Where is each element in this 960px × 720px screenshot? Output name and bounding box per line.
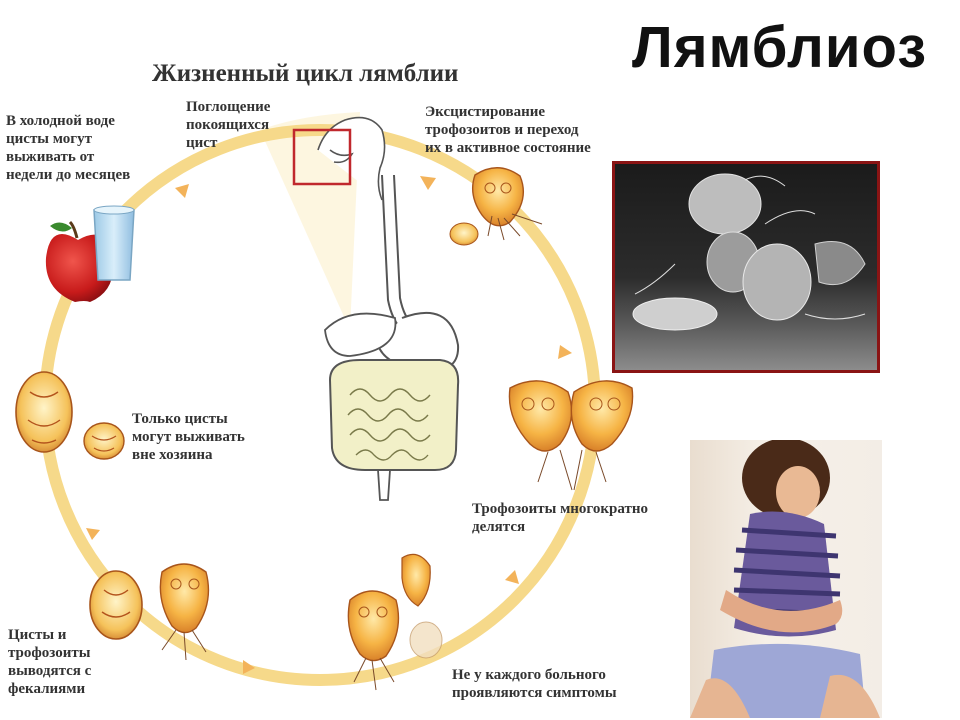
patient-photo <box>690 440 882 718</box>
arrow-icon <box>558 345 572 359</box>
arrow-icon <box>175 184 189 198</box>
arrow-icon <box>420 176 436 190</box>
giardia-micrograph-icon <box>615 164 877 370</box>
giardia-trophozoite-icon <box>509 381 632 490</box>
micrograph-photo <box>612 161 880 373</box>
water-glass-icon <box>94 206 134 280</box>
arrow-icon <box>505 570 519 584</box>
diagram-title: Жизненный цикл лямблии <box>152 60 458 88</box>
woman-stomach-ache-icon <box>690 440 882 718</box>
page-title: Лямблиоз <box>632 14 927 81</box>
giardia-cyst-icon <box>16 372 142 639</box>
arrow-icon <box>86 528 100 540</box>
